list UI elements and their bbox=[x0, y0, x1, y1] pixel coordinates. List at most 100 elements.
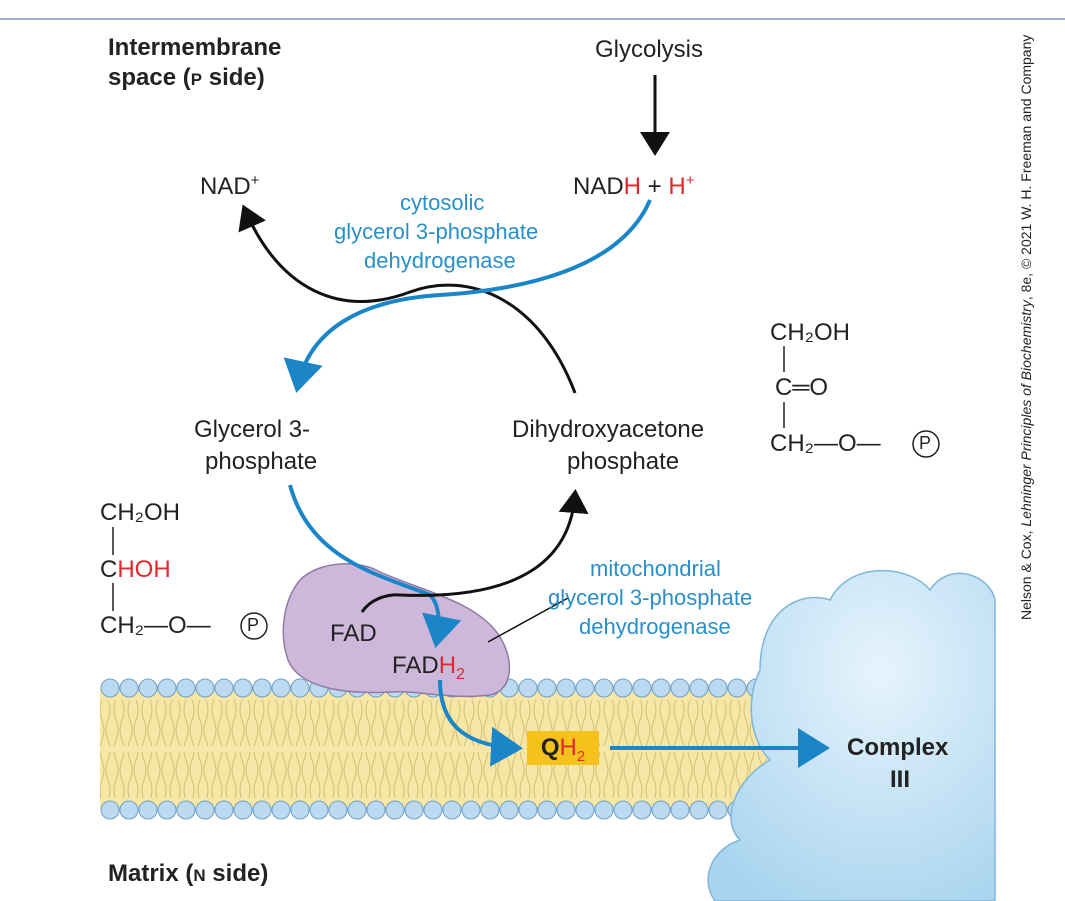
head-group bbox=[632, 678, 652, 698]
head-group bbox=[594, 800, 614, 820]
g3p-structure-row3: CH₂—O— bbox=[100, 612, 211, 639]
cytosolic-blue-arc bbox=[283, 199, 652, 393]
nadh-label: NADH + H+ bbox=[573, 172, 694, 201]
head-group bbox=[290, 678, 310, 698]
credit-edition: , 8e, © 2021 W. H. Freeman and Company bbox=[1018, 34, 1034, 301]
membrane-head-groups-top bbox=[100, 678, 785, 698]
head-group bbox=[632, 800, 652, 820]
nad-plus-text: NAD bbox=[200, 173, 251, 200]
head-group bbox=[575, 800, 595, 820]
head-group bbox=[119, 678, 139, 698]
cyto-enzyme-line2: glycerol 3-phosphate bbox=[334, 219, 539, 244]
head-group bbox=[442, 800, 462, 820]
fad-label: FAD bbox=[330, 620, 377, 647]
nadh-text: NAD bbox=[573, 173, 624, 200]
head-group bbox=[290, 800, 310, 820]
qh2-q: Q bbox=[540, 734, 560, 761]
head-group bbox=[176, 678, 196, 698]
matrix-label-b: side) bbox=[205, 860, 269, 887]
membrane bbox=[100, 678, 800, 820]
mito-enzyme-line1: mitochondrial bbox=[590, 556, 721, 581]
head-group bbox=[252, 800, 272, 820]
head-group bbox=[328, 800, 348, 820]
head-group bbox=[480, 800, 500, 820]
header-rule bbox=[0, 18, 1065, 20]
qh2-box: QH2 bbox=[527, 731, 599, 765]
qh2-h: H bbox=[559, 734, 577, 761]
fad-curve bbox=[360, 593, 401, 613]
head-group bbox=[271, 678, 291, 698]
g3p-structure-hoh: HOH bbox=[117, 556, 171, 583]
g3p-to-fadh2-arrow bbox=[288, 484, 462, 648]
dhap-structure-row2: C═O bbox=[775, 374, 829, 401]
dhap-label-line2: phosphate bbox=[567, 448, 680, 475]
intermembrane-label-line1: Intermembrane bbox=[108, 34, 282, 61]
head-group bbox=[613, 800, 633, 820]
head-group bbox=[100, 800, 120, 820]
nadh-plus: + bbox=[641, 173, 669, 200]
head-group bbox=[537, 800, 557, 820]
fadh2-to-qh2-arrow bbox=[438, 679, 523, 767]
head-group bbox=[157, 678, 177, 698]
intermembrane-label-p: P bbox=[190, 70, 203, 89]
nad-plus-label: NAD+ bbox=[200, 172, 259, 201]
nadh-h: H bbox=[623, 173, 642, 200]
head-group bbox=[670, 800, 690, 820]
mito-enzyme-line2: glycerol 3-phosphate bbox=[548, 585, 753, 610]
head-group bbox=[670, 678, 690, 698]
head-group bbox=[708, 678, 728, 698]
head-group bbox=[556, 678, 576, 698]
mito-enzyme-pointer bbox=[487, 597, 569, 643]
head-group bbox=[138, 800, 158, 820]
head-group bbox=[157, 800, 177, 820]
g3p-structure-c: C bbox=[100, 556, 118, 583]
complex-iii-label-line1: Complex bbox=[847, 734, 949, 761]
head-group bbox=[233, 678, 253, 698]
head-group bbox=[556, 800, 576, 820]
head-group bbox=[651, 800, 671, 820]
fadh2-label: FADH2 bbox=[392, 652, 465, 684]
cytosolic-black-arc bbox=[238, 204, 577, 394]
head-group bbox=[423, 800, 443, 820]
g3p-label-line2: phosphate bbox=[205, 448, 318, 475]
mito-enzyme-shape bbox=[282, 563, 511, 698]
g3p-structure-row2: CHOH bbox=[100, 555, 171, 585]
head-group bbox=[499, 800, 519, 820]
head-group bbox=[252, 678, 272, 698]
credit-book-title: Lehninger Principles of Biochemistry bbox=[1018, 300, 1034, 527]
head-group bbox=[138, 678, 158, 698]
cyto-enzyme-line3: dehydrogenase bbox=[364, 248, 516, 273]
qh2-sub: 2 bbox=[576, 747, 586, 765]
head-group bbox=[727, 678, 747, 698]
head-group bbox=[214, 678, 234, 698]
head-group bbox=[537, 678, 557, 698]
head-group bbox=[385, 800, 405, 820]
head-group bbox=[613, 678, 633, 698]
glycolysis-label: Glycolysis bbox=[595, 36, 704, 63]
head-group bbox=[651, 678, 671, 698]
complex-iii-shape bbox=[707, 569, 996, 901]
intermembrane-label-b: side) bbox=[202, 64, 265, 91]
g3p-structure-row1: CH₂OH bbox=[100, 499, 180, 526]
head-group bbox=[195, 678, 215, 698]
matrix-label: Matrix (N side) bbox=[108, 860, 268, 888]
head-group bbox=[594, 678, 614, 698]
head-group bbox=[309, 800, 329, 820]
dhap-structure-row1: CH₂OH bbox=[770, 319, 850, 346]
head-group bbox=[100, 678, 120, 698]
dhap-phosphate-circle bbox=[912, 430, 940, 458]
dhap-label-line1: Dihydroxyacetone bbox=[512, 416, 705, 443]
h-plus-sup: + bbox=[685, 172, 695, 189]
head-group bbox=[233, 800, 253, 820]
head-group bbox=[518, 800, 538, 820]
head-group bbox=[271, 800, 291, 820]
mito-enzyme-line3: dehydrogenase bbox=[579, 614, 731, 639]
nad-plus-sup: + bbox=[250, 172, 260, 189]
head-group bbox=[461, 800, 481, 820]
g3p-phosphate-circle bbox=[240, 612, 268, 640]
head-group bbox=[404, 800, 424, 820]
enzyme-to-dhap-arrow bbox=[399, 489, 589, 597]
fadh2-h: H bbox=[438, 652, 457, 679]
head-group bbox=[119, 800, 139, 820]
complex-iii-label-line2: III bbox=[890, 766, 911, 793]
